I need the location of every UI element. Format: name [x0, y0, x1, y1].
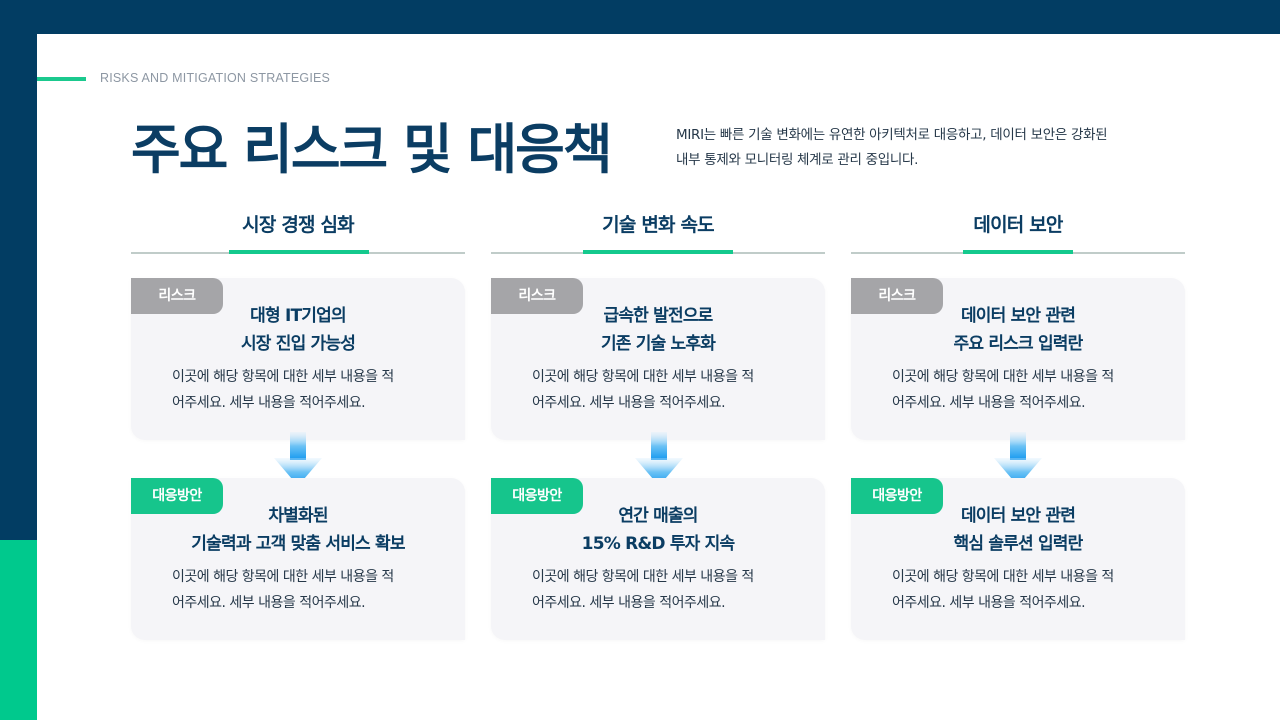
response-title: 데이터 보안 관련 핵심 솔루션 입력란 — [851, 502, 1185, 558]
arrow-down-icon — [635, 432, 683, 486]
response-title: 차별화된 기술력과 고객 맞춤 서비스 확보 — [131, 502, 465, 558]
risk-card: 리스크 데이터 보안 관련 주요 리스크 입력란 이곳에 해당 항목에 대한 세… — [851, 278, 1185, 440]
risk-title-line: 데이터 보안 관련 — [960, 306, 1076, 326]
column-accent-bar — [963, 250, 1073, 254]
risk-title: 데이터 보안 관련 주요 리스크 입력란 — [851, 302, 1185, 358]
response-tag: 대응방안 — [491, 478, 583, 514]
response-body-line: 이곳에 해당 항목에 대한 세부 내용을 적 — [892, 569, 1114, 585]
column-market-competition: 시장 경쟁 심화 리스크 대형 IT기업의 시장 진입 가능성 이곳에 해당 항… — [131, 200, 465, 650]
top-banner — [0, 0, 1280, 34]
left-accent-bar-navy — [0, 0, 37, 540]
risk-body-line: 이곳에 해당 항목에 대한 세부 내용을 적 — [532, 369, 754, 385]
risk-body-line: 어주세요. 세부 내용을 적어주세요. — [172, 395, 366, 411]
response-body-line: 어주세요. 세부 내용을 적어주세요. — [892, 595, 1086, 611]
intro-text: MIRI는 빠른 기술 변화에는 유연한 아키텍처로 대응하고, 데이터 보안은… — [676, 123, 1196, 173]
intro-line: 내부 통제와 모니터링 체계로 관리 중입니다. — [676, 152, 919, 168]
risk-tag: 리스크 — [131, 278, 223, 314]
column-accent-bar — [583, 250, 733, 254]
response-title-line: 차별화된 — [268, 506, 328, 526]
risk-body-line: 이곳에 해당 항목에 대한 세부 내용을 적 — [172, 369, 394, 385]
response-body-line: 어주세요. 세부 내용을 적어주세요. — [172, 595, 366, 611]
response-title-line: 데이터 보안 관련 — [960, 506, 1076, 526]
response-body: 이곳에 해당 항목에 대한 세부 내용을 적 어주세요. 세부 내용을 적어주세… — [172, 564, 457, 616]
response-body-line: 어주세요. 세부 내용을 적어주세요. — [532, 595, 726, 611]
response-tag: 대응방안 — [851, 478, 943, 514]
risk-body: 이곳에 해당 항목에 대한 세부 내용을 적 어주세요. 세부 내용을 적어주세… — [532, 364, 817, 416]
column-header: 데이터 보안 — [973, 214, 1063, 236]
kicker-accent-line — [37, 77, 86, 81]
response-title-line: 핵심 솔루션 입력란 — [953, 534, 1084, 554]
left-accent-bar-green — [0, 540, 37, 720]
response-body: 이곳에 해당 항목에 대한 세부 내용을 적 어주세요. 세부 내용을 적어주세… — [892, 564, 1177, 616]
response-body-line: 이곳에 해당 항목에 대한 세부 내용을 적 — [532, 569, 754, 585]
risk-tag: 리스크 — [491, 278, 583, 314]
response-card: 대응방안 연간 매출의 15% R&D 투자 지속 이곳에 해당 항목에 대한 … — [491, 478, 825, 640]
response-body-line: 이곳에 해당 항목에 대한 세부 내용을 적 — [172, 569, 394, 585]
column-header: 시장 경쟁 심화 — [242, 214, 355, 236]
risk-body: 이곳에 해당 항목에 대한 세부 내용을 적 어주세요. 세부 내용을 적어주세… — [892, 364, 1177, 416]
risk-title-line: 기존 기술 노후화 — [600, 334, 716, 354]
risk-title-line: 시장 진입 가능성 — [240, 334, 356, 354]
response-body: 이곳에 해당 항목에 대한 세부 내용을 적 어주세요. 세부 내용을 적어주세… — [532, 564, 817, 616]
page-title: 주요 리스크 및 대응책 — [131, 118, 613, 181]
response-title: 연간 매출의 15% R&D 투자 지속 — [491, 502, 825, 558]
arrow-down-icon — [994, 432, 1042, 486]
intro-line: MIRI는 빠른 기술 변화에는 유연한 아키텍처로 대응하고, 데이터 보안은… — [676, 127, 1108, 143]
risk-title-line: 급속한 발전으로 — [603, 306, 714, 326]
risk-body-line: 어주세요. 세부 내용을 적어주세요. — [532, 395, 726, 411]
risk-tag: 리스크 — [851, 278, 943, 314]
risk-card: 리스크 급속한 발전으로 기존 기술 노후화 이곳에 해당 항목에 대한 세부 … — [491, 278, 825, 440]
arrow-down-icon — [274, 432, 322, 486]
response-card: 대응방안 차별화된 기술력과 고객 맞춤 서비스 확보 이곳에 해당 항목에 대… — [131, 478, 465, 640]
column-accent-bar — [229, 250, 369, 254]
risk-title: 대형 IT기업의 시장 진입 가능성 — [131, 302, 465, 358]
column-data-security: 데이터 보안 리스크 데이터 보안 관련 주요 리스크 입력란 이곳에 해당 항… — [851, 200, 1185, 650]
response-card: 대응방안 데이터 보안 관련 핵심 솔루션 입력란 이곳에 해당 항목에 대한 … — [851, 478, 1185, 640]
response-tag: 대응방안 — [131, 478, 223, 514]
risk-card: 리스크 대형 IT기업의 시장 진입 가능성 이곳에 해당 항목에 대한 세부 … — [131, 278, 465, 440]
risk-title-line: 주요 리스크 입력란 — [953, 334, 1084, 354]
response-title-line: 기술력과 고객 맞춤 서비스 확보 — [191, 534, 405, 554]
response-title-line: 15% R&D 투자 지속 — [581, 534, 735, 554]
column-header: 기술 변화 속도 — [602, 214, 715, 236]
risk-title: 급속한 발전으로 기존 기술 노후화 — [491, 302, 825, 358]
response-title-line: 연간 매출의 — [618, 506, 698, 526]
section-kicker: RISKS AND MITIGATION STRATEGIES — [100, 71, 331, 85]
risk-body: 이곳에 해당 항목에 대한 세부 내용을 적 어주세요. 세부 내용을 적어주세… — [172, 364, 457, 416]
risk-title-line: 대형 IT기업의 — [250, 306, 346, 326]
risk-body-line: 어주세요. 세부 내용을 적어주세요. — [892, 395, 1086, 411]
risk-body-line: 이곳에 해당 항목에 대한 세부 내용을 적 — [892, 369, 1114, 385]
column-tech-change-speed: 기술 변화 속도 리스크 급속한 발전으로 기존 기술 노후화 이곳에 해당 항… — [491, 200, 825, 650]
